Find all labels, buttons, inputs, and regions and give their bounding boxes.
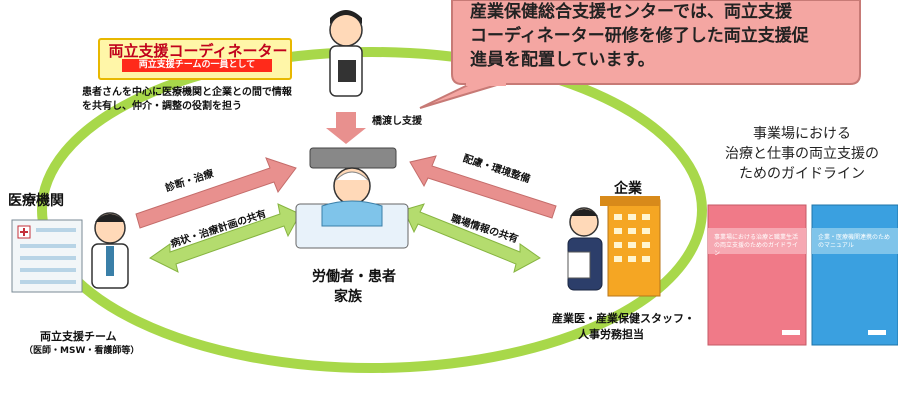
callout-line-3: 進員を配置しています。 bbox=[470, 50, 655, 70]
patient-line-2: 家族 bbox=[334, 289, 362, 305]
coordinator-role-line-2: を共有し、仲介・調整の役割を担う bbox=[82, 101, 242, 112]
company-title: 企業 bbox=[614, 181, 642, 197]
company-building-icon bbox=[600, 196, 661, 297]
guideline-book-2-text: 企業・医療機関連携のためのマニュアル bbox=[818, 234, 891, 249]
callout-line-2: コーディネーター研修を修了した両立支援促 bbox=[470, 26, 809, 46]
coordinator-nurse-icon bbox=[329, 10, 363, 97]
company-staff-line-1: 産業医・産業保健スタッフ・ bbox=[552, 312, 695, 325]
medical-institution-title: 医療機関 bbox=[8, 193, 64, 209]
businessman-icon bbox=[567, 207, 603, 291]
guideline-title-line-3: ためのガイドライン bbox=[739, 166, 865, 182]
callout-line-1: 産業保健総合支援センターでは、両立支援 bbox=[470, 2, 792, 22]
guideline-title: 事業場における 治療と仕事の両立支援の ためのガイドライン bbox=[706, 124, 898, 184]
hospital-building-icon bbox=[11, 219, 83, 293]
callout-tail bbox=[419, 83, 501, 109]
bridge-arrow bbox=[326, 112, 366, 144]
support-team-line-2: （医師・MSW・看護師等） bbox=[24, 346, 140, 356]
support-team-line-1: 両立支援チーム bbox=[40, 330, 117, 343]
bridge-support-label: 橋渡し支援 bbox=[372, 116, 422, 127]
patient-bed-icon bbox=[295, 147, 409, 249]
coordinator-role: 患者さんを中心に医療機関と企業との間で情報 を共有し、仲介・調整の役割を担う bbox=[82, 86, 362, 114]
callout-text: 産業保健総合支援センターでは、両立支援 コーディネーター研修を修了した両立支援促… bbox=[470, 0, 850, 72]
guideline-title-line-1: 事業場における bbox=[753, 126, 851, 142]
callout-bubble bbox=[451, 0, 861, 85]
coordinator-subtitle: 両立支援チームの一員として bbox=[122, 59, 272, 72]
guideline-title-line-2: 治療と仕事の両立支援の bbox=[725, 146, 879, 162]
guideline-book-2 bbox=[811, 204, 898, 346]
coordinator-title: 両立支援コーディネーター bbox=[108, 42, 288, 60]
doctor-icon bbox=[91, 212, 129, 289]
diagnosis-arrow bbox=[135, 157, 297, 229]
patient-line-1: 労働者・患者 bbox=[312, 269, 396, 285]
callout-tail-cover bbox=[466, 80, 506, 86]
company-share-arrow bbox=[403, 203, 541, 273]
coordinator-role-line-1: 患者さんを中心に医療機関と企業との間で情報 bbox=[82, 87, 292, 98]
support-cycle-ellipse bbox=[37, 47, 707, 373]
consideration-arrow bbox=[409, 155, 557, 219]
guideline-book-1-text: 事業場における治療と職業生活の両立支援のためのガイドライン bbox=[714, 234, 799, 257]
company-staff-line-2: 人事労務担当 bbox=[578, 328, 644, 341]
guideline-book-1 bbox=[707, 204, 807, 346]
